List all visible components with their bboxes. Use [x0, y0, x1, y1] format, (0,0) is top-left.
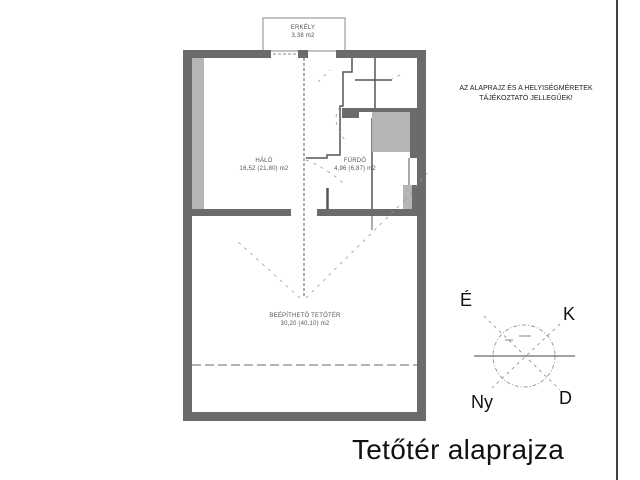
room-label-bedroom: HÁLÓ 16,52 (21,80) m2 [240, 157, 289, 173]
compass-rose [474, 315, 575, 391]
disclaimer-line-1: AZ ALAPRAJZ ÉS A HELYISÉGMÉRETEK [459, 85, 593, 92]
room-label-balcony: ERKÉLY 3,38 m2 [291, 24, 315, 40]
interior-wall-right [317, 209, 417, 216]
room-label-bathroom: FÜRDŐ 4,96 (6,87) m2 [334, 157, 376, 173]
compass-north-label: É [460, 290, 473, 310]
compass-east-label: K [563, 304, 576, 324]
page-edge-line [616, 0, 618, 480]
room-label-attic: BEÉPÍTHETŐ TETŐTÉR 30,20 (40,10) m2 [269, 312, 340, 328]
room-name: HÁLÓ [255, 158, 273, 164]
room-name: BEÉPÍTHETŐ TETŐTÉR [269, 313, 341, 319]
room-area: 3,38 m2 [291, 33, 315, 39]
room-area: 30,20 (40,10) m2 [280, 321, 330, 327]
room-name: FÜRDŐ [343, 158, 367, 164]
interior-wall-left [192, 209, 291, 216]
room-area: 16,52 (21,80) m2 [239, 166, 289, 172]
shower-area [372, 112, 410, 152]
drawing-title: Tetőtér alaprajza [352, 434, 565, 465]
knee-wall-strip [192, 58, 204, 210]
room-name: ERKÉLY [290, 25, 316, 31]
compass-west-label: Ny [471, 392, 493, 412]
compass-south-label: D [559, 388, 572, 408]
balcony-outline [262, 17, 346, 52]
room-area: 4,96 (6,87) m2 [334, 166, 376, 172]
disclaimer-line-2: TÁJÉKOZTATÓ JELLEGŰEK! [479, 95, 573, 102]
disclaimer-note: AZ ALAPRAJZ ÉS A HELYISÉGMÉRETEK TÁJÉKOZ… [448, 84, 604, 104]
outer-walls [183, 50, 426, 421]
